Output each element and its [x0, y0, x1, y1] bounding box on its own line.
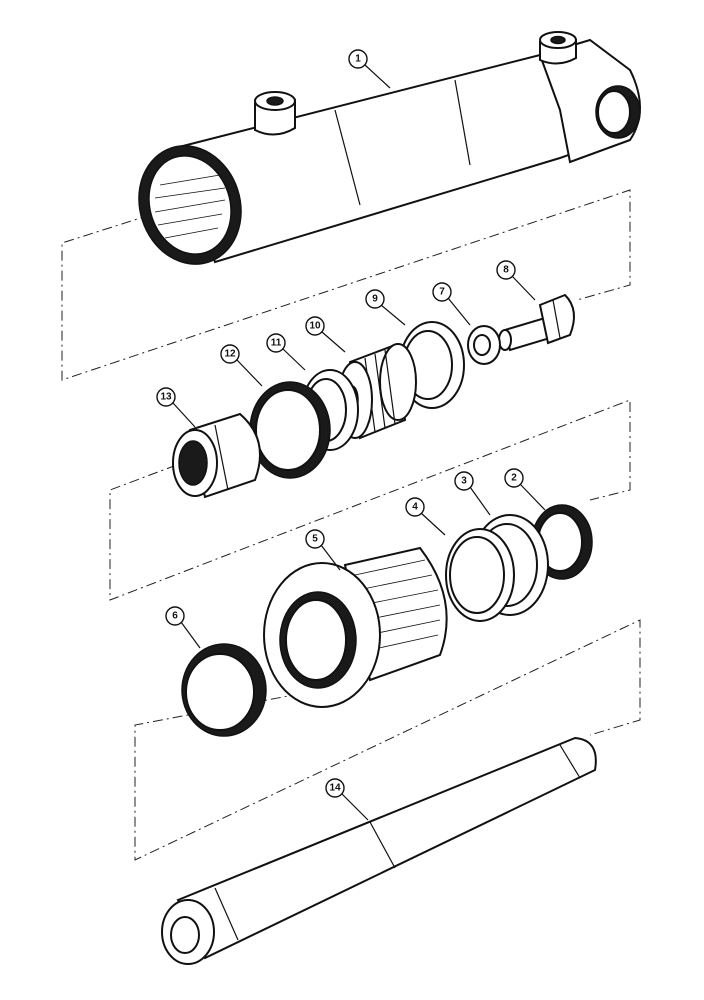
callout-10-label: 10 [309, 321, 321, 332]
bushing [172, 412, 261, 499]
callout-4-label: 4 [412, 502, 418, 513]
callout-7-label: 7 [439, 287, 445, 298]
callout-1 [348, 49, 368, 69]
callout-14 [325, 778, 345, 798]
callout-2 [504, 468, 524, 488]
callout-5-label: 5 [312, 534, 318, 545]
callout-3-label: 3 [461, 476, 467, 487]
callout-5 [305, 529, 325, 549]
callout-12-label: 12 [224, 349, 236, 360]
callout-3 [454, 471, 474, 491]
bolt [498, 293, 575, 352]
callout-8 [496, 260, 516, 280]
callout-1-label: 1 [355, 54, 361, 65]
split-ring [445, 528, 515, 622]
callout-11-label: 11 [271, 338, 282, 349]
gland-head [263, 546, 448, 708]
callout-6-label: 6 [172, 611, 178, 622]
callout-13-label: 13 [160, 392, 172, 403]
callout-13 [156, 387, 176, 407]
seal-ring [249, 381, 331, 479]
callout-9-label: 9 [372, 294, 378, 305]
piston-rod [161, 736, 597, 965]
callout-8-label: 8 [503, 265, 509, 276]
wiper-ring [181, 643, 267, 737]
callout-11 [266, 333, 286, 353]
callout-4 [405, 497, 425, 517]
callout-2-label: 2 [511, 473, 517, 484]
callout-14-label: 14 [329, 783, 341, 794]
callout-6 [165, 606, 185, 626]
callout-7 [432, 282, 452, 302]
assembly-guide-lines [61, 189, 641, 861]
washer [467, 325, 501, 365]
callout-12 [220, 344, 240, 364]
callout-9 [365, 289, 385, 309]
cylinder-barrel [138, 31, 641, 265]
callout-10 [305, 316, 325, 336]
callouts: 1 2 3 4 5 6 7 8 9 10 [156, 49, 546, 821]
